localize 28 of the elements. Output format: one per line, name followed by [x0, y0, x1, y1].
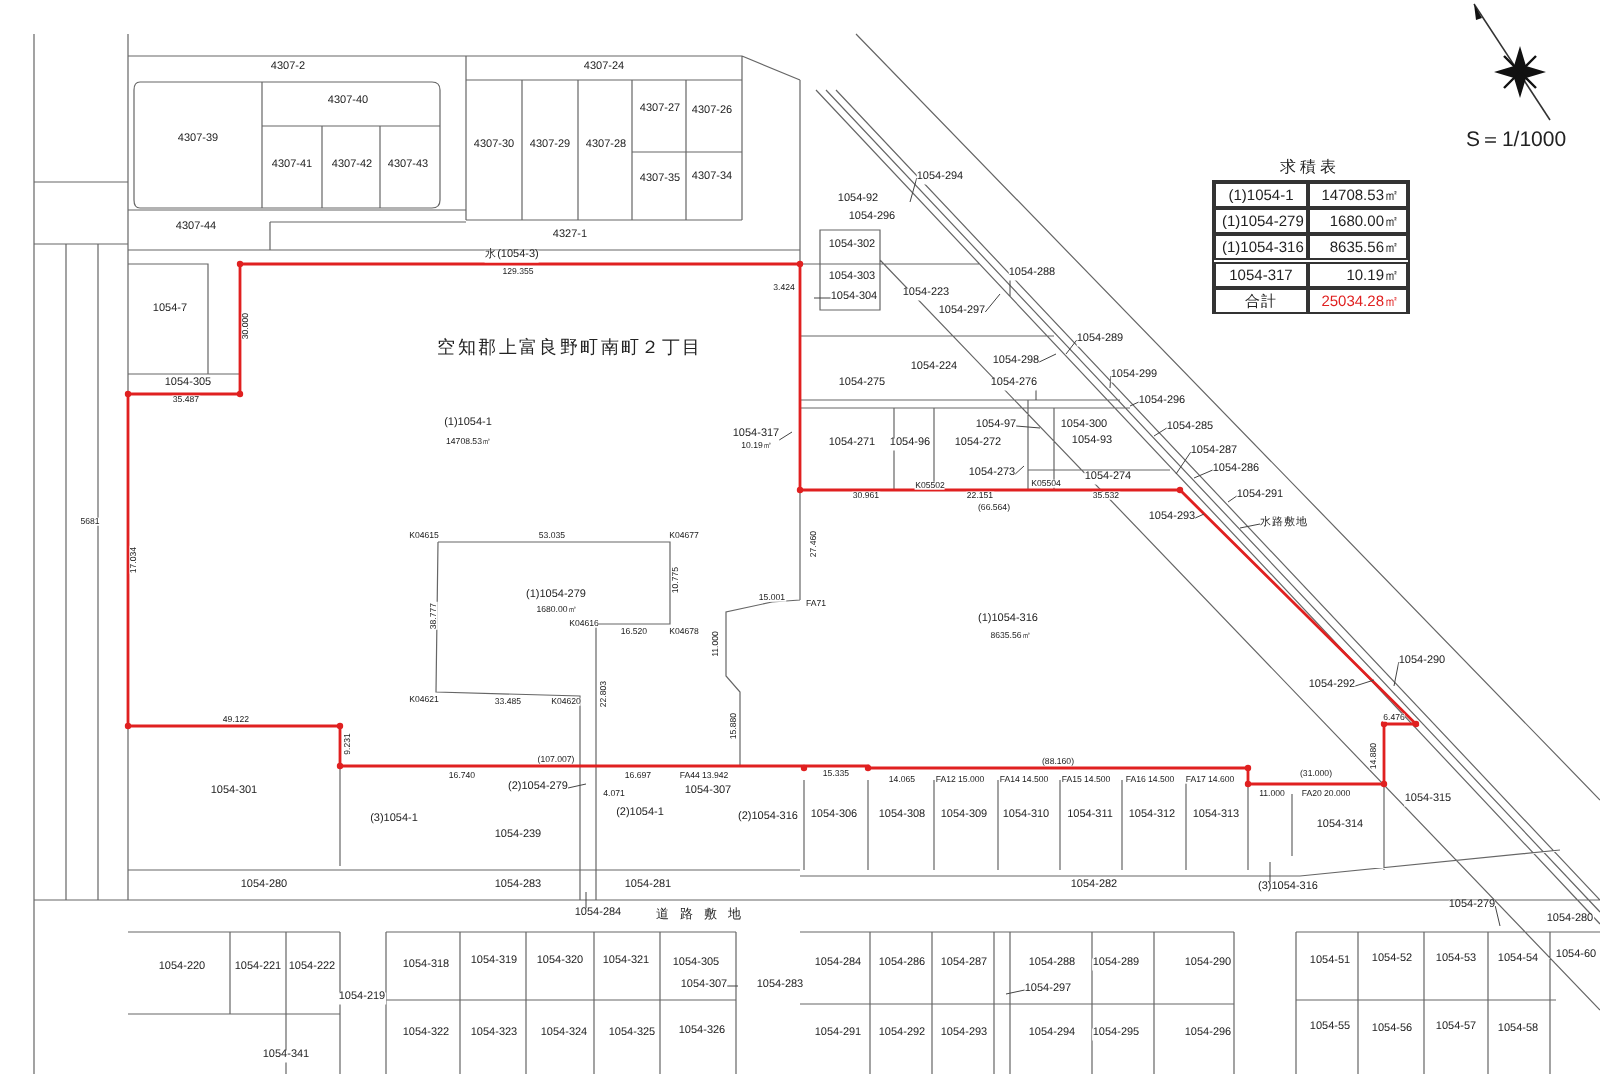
leader-line — [984, 293, 1001, 313]
leader-line — [1015, 425, 1041, 429]
leader-line — [1014, 465, 1025, 475]
leader-line — [1035, 389, 1037, 401]
leader-line — [567, 783, 587, 789]
leader-line — [1269, 861, 1271, 883]
leader-line — [1038, 353, 1057, 363]
leader-line — [1153, 427, 1168, 437]
leader-line — [909, 177, 918, 203]
leader-line — [1494, 905, 1501, 927]
leader-line — [1194, 513, 1205, 519]
leader-line — [1005, 989, 1026, 995]
leader-line — [1009, 279, 1011, 297]
map-title: 空知郡上富良野町南町２丁目 — [436, 339, 704, 357]
leader-line — [1239, 523, 1261, 529]
leader-line — [1129, 401, 1140, 407]
leader-line — [585, 891, 587, 909]
leader-line — [813, 297, 832, 299]
leader-line — [1393, 661, 1400, 687]
leader-line — [1175, 451, 1192, 475]
scale-label: S＝1/1000 — [1465, 129, 1567, 151]
leader-line — [1193, 469, 1214, 479]
leader-line — [1354, 679, 1375, 687]
leader-line — [1227, 495, 1238, 503]
leader-line — [778, 431, 793, 441]
leader-line — [1065, 339, 1078, 355]
leader-line — [726, 985, 739, 987]
table-title: 求積表 — [1279, 160, 1341, 176]
